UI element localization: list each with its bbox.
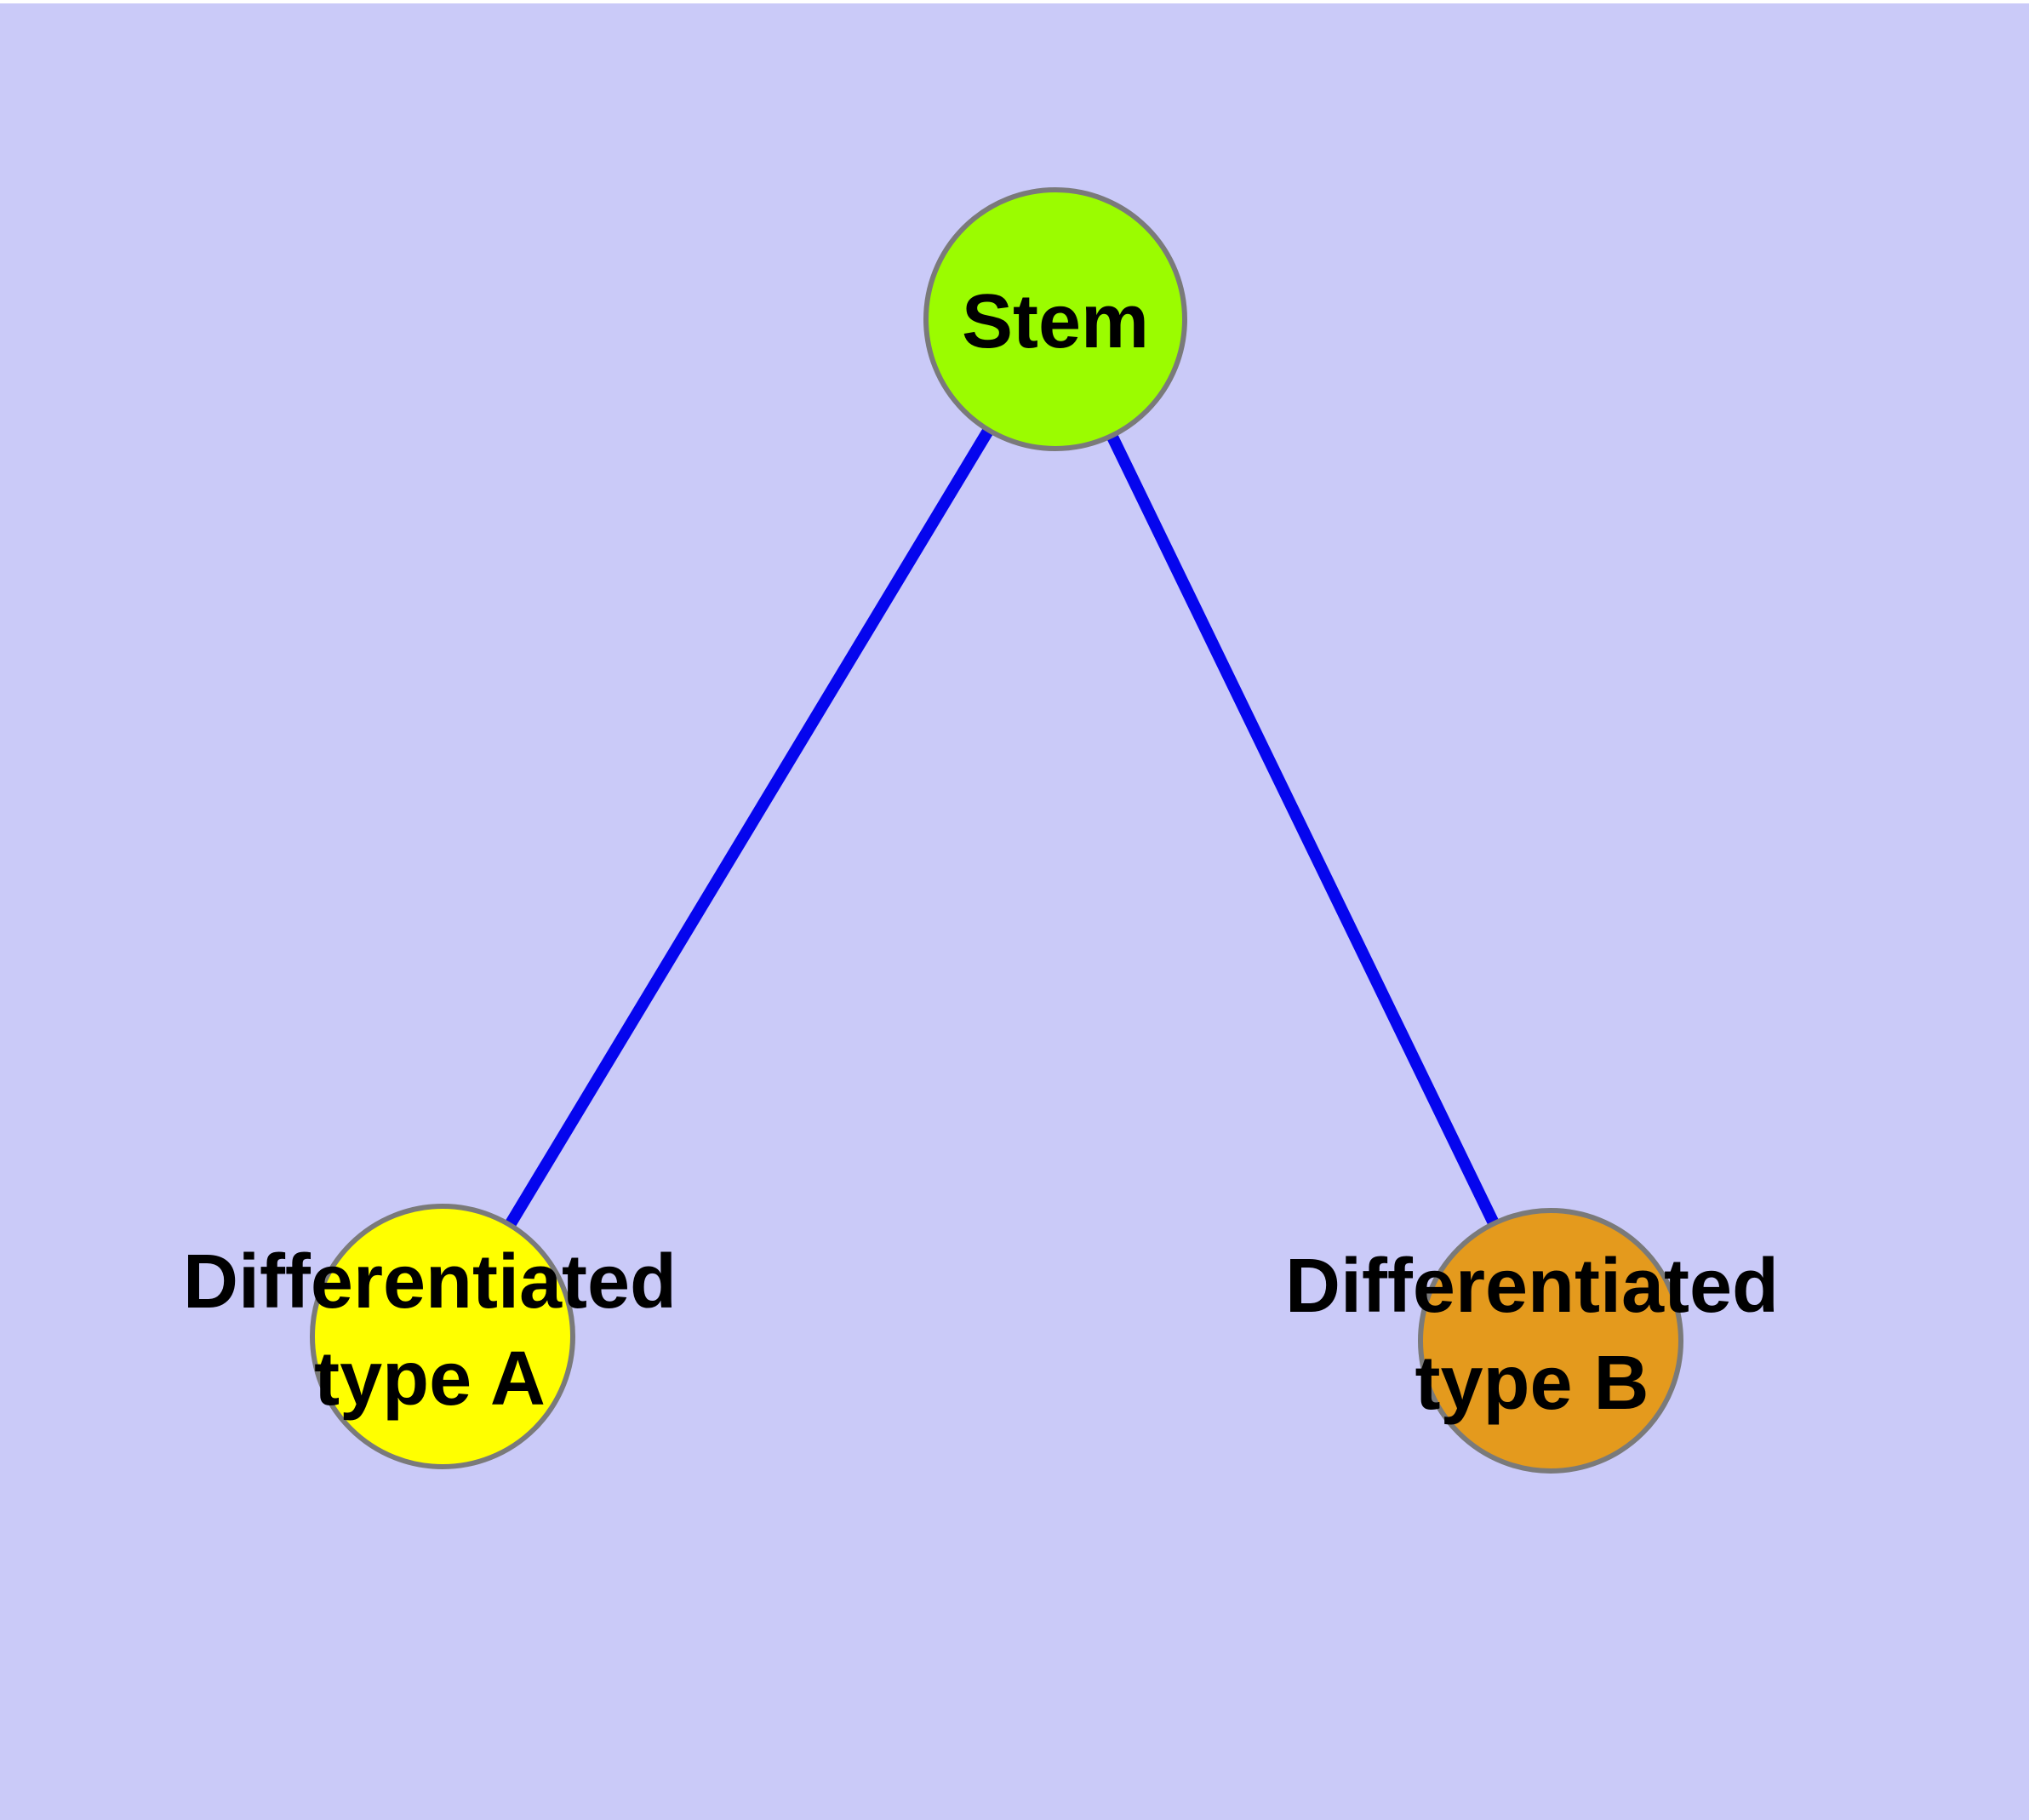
edge-stem-to-type-b — [1049, 316, 1557, 1344]
node-type-a-label-line1: Differentiated — [183, 1239, 677, 1325]
node-stem-circle — [923, 187, 1187, 451]
edge-stem-to-type-a — [437, 316, 1060, 1340]
node-stem-label: Stem — [962, 279, 1149, 364]
node-type-b-label-line1: Differentiated — [1285, 1244, 1779, 1329]
top-margin-strip — [0, 0, 2029, 3]
node-type-a-circle — [310, 1204, 575, 1469]
node-type-b-label-line2: type B — [1415, 1341, 1649, 1426]
node-type-b-circle — [1418, 1208, 1683, 1474]
node-type-a-label-line2: type A — [314, 1336, 546, 1422]
